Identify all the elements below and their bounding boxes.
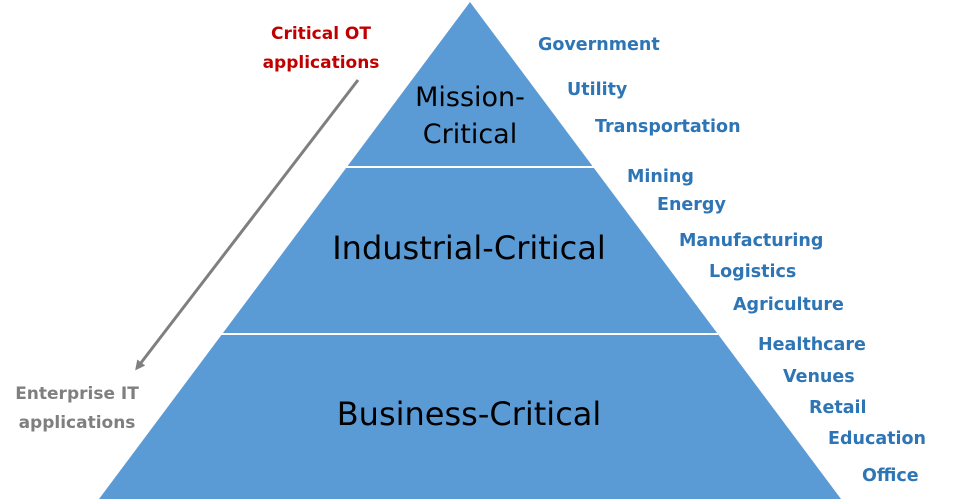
sector-utility: Utility <box>567 80 628 100</box>
sector-venues: Venues <box>783 367 855 387</box>
sector-transportation: Transportation <box>595 117 741 137</box>
sector-logistics: Logistics <box>709 262 796 282</box>
pyramid-shape <box>99 2 841 499</box>
tier-mission-critical-label-line-2: Critical <box>423 119 517 150</box>
critical-ot-label-line-1: Critical OT <box>271 24 371 44</box>
sector-office: Office <box>862 466 919 486</box>
tier-business-critical-label: Business-Critical <box>337 395 602 433</box>
sector-energy: Energy <box>657 195 726 215</box>
sector-mining: Mining <box>627 167 694 187</box>
enterprise-it-label-line-1: Enterprise IT <box>15 384 139 404</box>
tier-industrial-critical-label: Industrial-Critical <box>332 229 606 267</box>
ot-to-it-arrow <box>135 79 360 371</box>
tier-mission-critical-label-line-1: Mission- <box>415 82 525 113</box>
sector-agriculture: Agriculture <box>733 295 844 315</box>
enterprise-it-label-line-2: applications <box>19 413 136 433</box>
sector-retail: Retail <box>809 398 867 418</box>
sector-education: Education <box>828 429 926 449</box>
sector-healthcare: Healthcare <box>758 335 866 355</box>
sector-manufacturing: Manufacturing <box>679 231 823 251</box>
sector-government: Government <box>538 35 660 55</box>
critical-ot-label-line-2: applications <box>263 53 380 73</box>
